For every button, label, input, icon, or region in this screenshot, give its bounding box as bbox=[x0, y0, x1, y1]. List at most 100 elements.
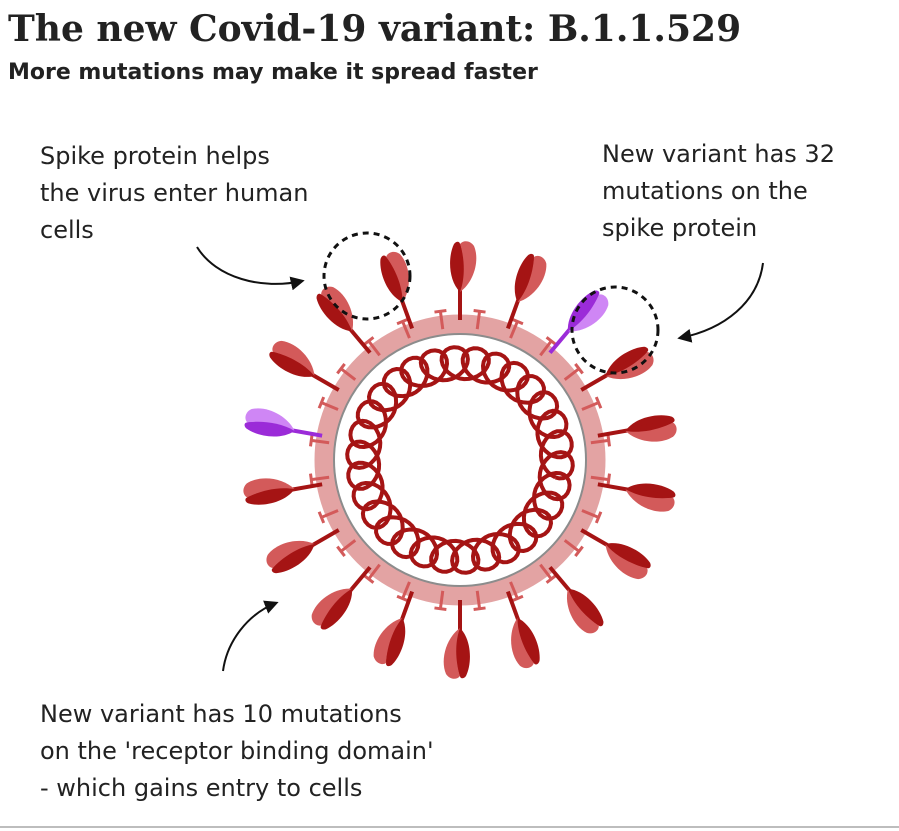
peg-cap bbox=[606, 473, 611, 486]
spike-highlight-circle bbox=[322, 231, 412, 321]
note-line: the virus enter human bbox=[40, 179, 309, 207]
spike-head-light bbox=[460, 241, 477, 292]
spike-protein bbox=[548, 565, 604, 634]
peg-cap bbox=[473, 606, 486, 611]
callouts bbox=[196, 231, 764, 672]
spike-stalk bbox=[548, 565, 573, 594]
peg-stem bbox=[581, 509, 600, 519]
membrane-peg bbox=[473, 590, 486, 611]
spike-head-core bbox=[605, 352, 648, 376]
spike-head-core bbox=[321, 294, 353, 332]
spike-stalk bbox=[399, 590, 414, 623]
peg-cap bbox=[511, 594, 524, 603]
note-line: mutations on the bbox=[602, 177, 808, 205]
mutated-spike bbox=[548, 290, 609, 355]
note-line: Spike protein helps bbox=[40, 142, 270, 170]
peg-cap bbox=[309, 434, 314, 447]
peg-stem bbox=[590, 438, 609, 445]
spike-head-core bbox=[625, 488, 673, 499]
membrane-peg bbox=[336, 363, 357, 381]
mutated-spike bbox=[244, 408, 323, 438]
spike-proteins bbox=[243, 241, 677, 679]
peg-cap bbox=[511, 317, 524, 326]
peg-stem bbox=[311, 438, 330, 445]
spike-head-core bbox=[321, 588, 353, 626]
spike-protein bbox=[243, 478, 323, 505]
spike-protein bbox=[443, 600, 470, 679]
arrow-spike bbox=[196, 246, 305, 291]
rna-strand bbox=[345, 345, 575, 575]
peg-cap bbox=[309, 473, 314, 486]
spike-head-core bbox=[517, 617, 534, 663]
membrane-peg bbox=[396, 317, 411, 339]
membrane-peg bbox=[309, 473, 330, 486]
peg-stem bbox=[563, 539, 580, 553]
spike-stalk bbox=[506, 590, 521, 623]
spike-stalk bbox=[290, 428, 323, 438]
peg-cap bbox=[363, 336, 375, 346]
spike-stalk bbox=[310, 372, 340, 392]
peg-cap bbox=[317, 396, 326, 409]
spike-head-core bbox=[517, 257, 534, 303]
spike-head-core bbox=[272, 544, 315, 568]
virus-membrane bbox=[309, 309, 611, 611]
peg-cap bbox=[606, 434, 611, 447]
spike-head-core bbox=[456, 628, 463, 676]
peg-cap bbox=[594, 511, 603, 524]
receptor-binding-note: New variant has 10 mutations on the 'rec… bbox=[40, 696, 434, 807]
membrane-peg bbox=[473, 309, 486, 330]
spike-head-light bbox=[511, 617, 534, 669]
peg-cap bbox=[594, 396, 603, 409]
membrane-peg bbox=[590, 473, 611, 486]
spike-protein bbox=[506, 590, 540, 669]
arrow-mutations-32 bbox=[677, 262, 764, 343]
note-line: spike protein bbox=[602, 214, 758, 242]
peg-stem bbox=[401, 581, 411, 600]
spike-head-core bbox=[625, 422, 673, 432]
membrane-ring bbox=[314, 314, 606, 606]
membrane-peg bbox=[363, 336, 381, 357]
note-line: New variant has 10 mutations bbox=[40, 700, 402, 728]
membrane-peg bbox=[434, 590, 447, 611]
spike-head-core bbox=[457, 244, 464, 292]
peg-stem bbox=[367, 563, 381, 580]
spike-head-core bbox=[247, 488, 295, 498]
spike-protein bbox=[266, 528, 340, 574]
spike-protein bbox=[597, 482, 676, 512]
spike-protein bbox=[450, 241, 477, 320]
spike-stalk bbox=[597, 428, 630, 438]
spike-head-core bbox=[567, 294, 599, 332]
peg-cap bbox=[336, 363, 346, 375]
spike-protein bbox=[580, 528, 651, 580]
page-subtitle: More mutations may make it spread faster bbox=[8, 60, 538, 85]
membrane-peg bbox=[309, 434, 330, 447]
peg-cap bbox=[574, 363, 584, 375]
peg-stem bbox=[475, 590, 482, 609]
membrane-peg bbox=[563, 539, 584, 557]
peg-stem bbox=[367, 340, 381, 357]
spike-head-light bbox=[386, 251, 409, 303]
spike-head-core bbox=[605, 544, 648, 568]
spike-stalk bbox=[548, 326, 573, 355]
note-line: cells bbox=[40, 216, 94, 244]
spike-protein bbox=[269, 340, 340, 392]
arrow-mutations-10 bbox=[222, 600, 279, 672]
spike-head-light bbox=[245, 408, 295, 431]
peg-stem bbox=[438, 311, 445, 330]
peg-cap bbox=[317, 511, 326, 524]
membrane-inner-edge bbox=[333, 333, 587, 587]
membrane-peg bbox=[509, 317, 524, 339]
spike-protein bbox=[580, 346, 654, 392]
peg-cap bbox=[336, 545, 346, 557]
peg-cap bbox=[434, 309, 447, 314]
membrane-peg bbox=[396, 581, 411, 603]
note-line: New variant has 32 bbox=[602, 140, 835, 168]
page-title: The new Covid-19 variant: B.1.1.529 bbox=[8, 8, 742, 50]
spike-protein bbox=[373, 590, 414, 667]
spike-protein bbox=[597, 415, 677, 442]
peg-stem bbox=[320, 509, 339, 519]
peg-stem bbox=[475, 311, 482, 330]
membrane-peg bbox=[539, 563, 557, 584]
